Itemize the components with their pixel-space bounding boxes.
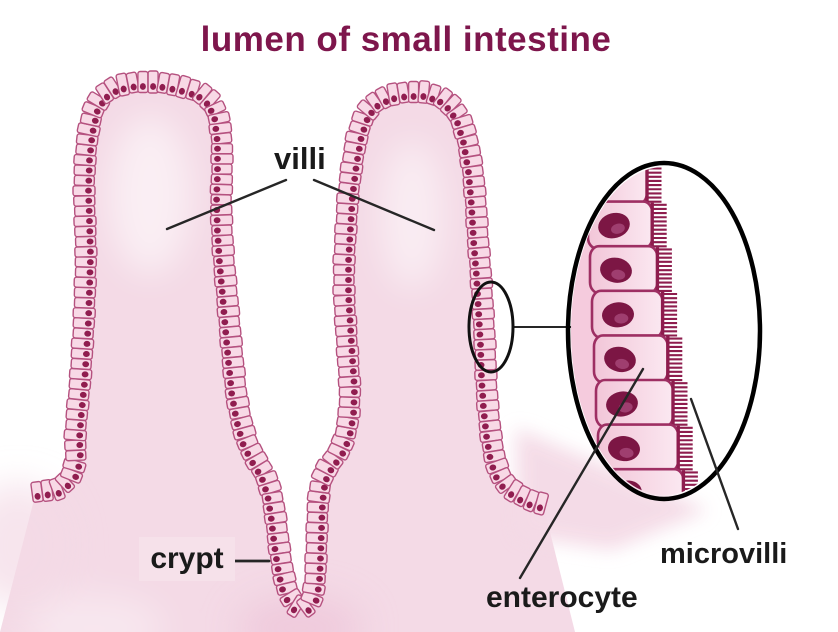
label-villi: villi: [274, 141, 326, 176]
microvilli-line: [689, 397, 740, 531]
inset-circle-outline: [565, 160, 763, 502]
villi-left-line: [165, 178, 288, 231]
microvilli-brush: [655, 247, 672, 293]
pointer-lines: [165, 178, 573, 563]
microvilli-brush: [660, 291, 678, 337]
epithelium-cell-band: [30, 70, 549, 618]
microvilli-brush: [666, 336, 683, 382]
enterocyte-line: [518, 367, 645, 580]
magnified-region-marker: [467, 280, 515, 374]
microvilli-brush: [650, 202, 667, 248]
inset-pointer-lines: [518, 367, 740, 580]
microvilli-brush: [676, 425, 693, 471]
label-microvilli: microvilli: [660, 538, 788, 570]
villi-right-line: [312, 178, 436, 232]
label-crypt: crypt: [139, 537, 235, 581]
microvilli-brush: [671, 381, 688, 426]
tissue-shading: [0, 115, 444, 632]
diagram-title: lumen of small intestine: [200, 20, 612, 59]
label-enterocyte: enterocyte: [486, 581, 638, 614]
tissue-wedge: [516, 428, 708, 550]
